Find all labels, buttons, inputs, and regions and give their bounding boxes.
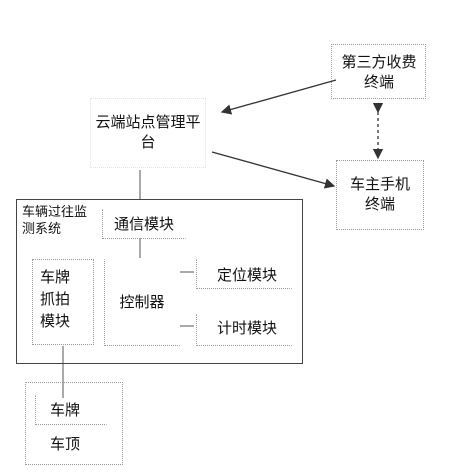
comm-module-box: [102, 209, 186, 239]
timing-module-label: 计时模块: [216, 319, 277, 337]
positioning-module-box: [196, 259, 292, 289]
owner-phone-terminal-box: [336, 160, 424, 230]
plate-capture-box: [32, 259, 94, 345]
timing-module-box: [196, 314, 292, 346]
plate-box: [35, 395, 107, 425]
comm-module-label: 通信模块: [113, 215, 174, 233]
positioning-module-label: 定位模块: [216, 266, 277, 284]
monitoring-system-title: 车辆过往监测系统: [22, 205, 88, 237]
controller-label: 控制器: [119, 293, 165, 311]
cloud-platform-box: [90, 98, 206, 168]
arrow-cloud-to-owner-phone: [211, 151, 336, 189]
vehicle-roof-label: 车顶: [49, 435, 80, 453]
vehicle-roof-box: [25, 382, 123, 465]
third-party-terminal-label: 第三方收费终端: [341, 53, 417, 91]
plate-label: 车牌: [49, 401, 80, 419]
owner-phone-terminal-label: 车主手机终端: [349, 175, 410, 213]
plate-capture-label: 车牌抓拍模块: [39, 268, 70, 330]
arrow-thirdparty-to-cloud: [220, 79, 337, 115]
controller-box: [104, 259, 180, 346]
monitoring-system-box: [16, 199, 303, 364]
third-party-terminal-box: [331, 44, 426, 99]
cloud-platform-label: 云端站点管理平台: [95, 113, 201, 151]
